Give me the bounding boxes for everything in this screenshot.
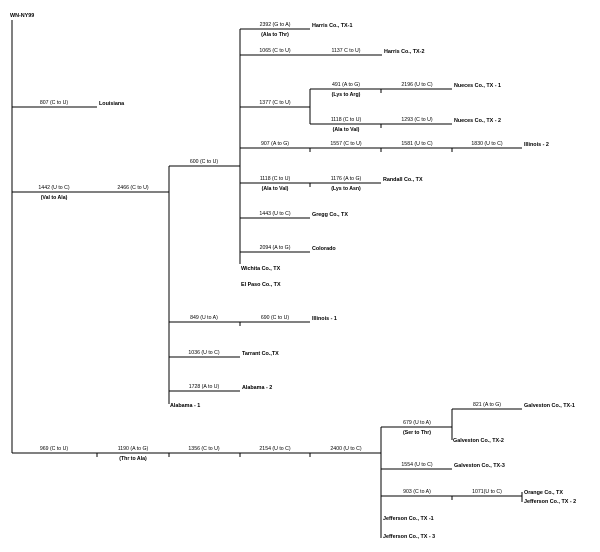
- tip-jefferson1: Jefferson Co., TX -1: [383, 516, 434, 522]
- tip-gregg: Gregg Co., TX: [312, 212, 348, 218]
- label-1830: 1830 (U to C): [471, 141, 502, 147]
- label-491: 491 (A to G): [332, 82, 360, 88]
- label-1377: 1377 (C to U): [259, 100, 290, 106]
- tip-louisiana: Louisiana: [99, 101, 125, 107]
- label-807: 807 (C to U): [40, 100, 69, 106]
- label-1581: 1581 (U to C): [401, 141, 432, 147]
- label-1071: 1071(U to C): [472, 489, 502, 495]
- aa-2392: (Ala to Thr): [261, 32, 289, 38]
- aa-1442: (Val to Ala): [41, 195, 68, 201]
- tip-orange: Orange Co., TX: [524, 490, 563, 496]
- tip-alabama1: Alabama - 1: [170, 403, 200, 409]
- label-2094: 2094 (A to G): [260, 245, 291, 251]
- root-label: WN-NY99: [10, 13, 34, 19]
- tip-harris1: Harris Co., TX-1: [312, 23, 352, 29]
- label-821: 821 (A to G): [473, 402, 501, 408]
- tip-illinois2: Illinois - 2: [524, 142, 549, 148]
- label-1190: 1190 (A to G): [118, 446, 149, 452]
- label-1442: 1442 (U to C): [38, 185, 69, 191]
- aa-679: (Ser to Thr): [403, 430, 431, 436]
- label-969: 969 (C to U): [40, 446, 69, 452]
- tip-harris2: Harris Co., TX-2: [384, 49, 424, 55]
- label-600: 600 (C to U): [190, 159, 219, 165]
- label-1137: 1137 C to U): [331, 48, 360, 54]
- tip-wichita: Wichita Co., TX: [241, 266, 281, 272]
- tip-galveston3: Galveston Co., TX-3: [454, 463, 505, 469]
- tip-alabama2: Alabama - 2: [242, 385, 272, 391]
- label-1728: 1728 (A to U): [189, 384, 220, 390]
- tip-jefferson2: Jefferson Co., TX - 2: [524, 499, 576, 505]
- label-2466: 2466 (C to U): [117, 185, 148, 191]
- label-1118: 1118 (C to U): [331, 117, 362, 123]
- label-2154: 2154 (U to C): [259, 446, 290, 452]
- tip-tarrant: Tarrant Co.,TX: [242, 351, 279, 357]
- label-2196: 2196 (U to C): [401, 82, 432, 88]
- label-2400: 2400 (U to C): [330, 446, 361, 452]
- tip-nueces1: Nueces Co., TX - 1: [454, 83, 501, 89]
- label-1443: 1443 (U to C): [259, 211, 290, 217]
- aa-491: (Lys to Arg): [332, 92, 361, 98]
- label-690: 690 (C to U): [261, 315, 290, 321]
- label-679: 679 (U to A): [403, 420, 431, 426]
- label-1356: 1356 (C to U): [188, 446, 219, 452]
- label-903: 903 (C to A): [403, 489, 431, 495]
- tip-randall: Randall Co., TX: [383, 177, 423, 183]
- tip-galveston2: Galveston Co., TX-2: [453, 438, 504, 444]
- tip-colorado: Colorado: [312, 246, 336, 252]
- aa-1176: (Lys to Asn): [331, 186, 361, 192]
- label-1554: 1554 (U to C): [401, 462, 432, 468]
- tip-nueces2: Nueces Co., TX - 2: [454, 118, 501, 124]
- aa-1118: (Ala to Val): [333, 127, 360, 133]
- label-1065: 1065 (C to U): [259, 48, 290, 54]
- label-907: 907 (A to G): [261, 141, 289, 147]
- label-849: 849 (U to A): [190, 315, 218, 321]
- tip-elpaso: El Paso Co., TX: [241, 282, 281, 288]
- label-2392: 2392 (G to A): [260, 22, 291, 28]
- label-1176: 1176 (A to G): [331, 176, 362, 182]
- label-1293: 1293 (C to U): [401, 117, 432, 123]
- tip-jefferson3: Jefferson Co., TX - 3: [383, 534, 435, 540]
- aa-1190: (Thr to Ala): [119, 456, 147, 462]
- label-1557: 1557 (C to U): [330, 141, 361, 147]
- tip-illinois1: Illinois - 1: [312, 316, 337, 322]
- tip-galveston1: Galveston Co., TX-1: [524, 403, 575, 409]
- aa-1118b: (Ala to Val): [262, 186, 289, 192]
- label-1036: 1036 (U to C): [188, 350, 219, 356]
- label-1118b: 1118 (C to U): [260, 176, 291, 182]
